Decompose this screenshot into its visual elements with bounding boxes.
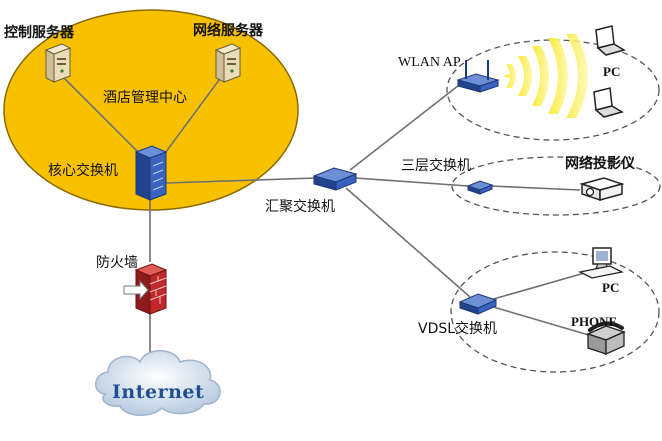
link-aggregation-layer3 (354, 177, 469, 187)
control-server-icon (44, 43, 72, 83)
wireless-signal-icon (504, 34, 588, 118)
hotel-center-label: 酒店管理中心 (103, 90, 187, 106)
link-layer3-projector (489, 185, 581, 191)
desktop-pc-icon (578, 247, 624, 279)
layer3-switch-label: 三层交换机 (401, 158, 471, 174)
link-aggregation-vdsl (345, 187, 471, 298)
vdsl-subnet-ellipse (450, 251, 660, 373)
network-server-icon (214, 43, 242, 83)
vdsl-switch-icon (458, 293, 498, 315)
pc-wireless-label: PC (603, 64, 621, 79)
aggregation-switch-icon (312, 167, 358, 191)
link-control-server-core (61, 75, 147, 161)
internet-label: Internet (112, 381, 205, 403)
network-links (61, 75, 596, 358)
projector-icon (579, 177, 625, 202)
internet-cloud-icon (95, 350, 221, 416)
firewall-icon (123, 263, 168, 315)
vdsl-switch-label: VDSL交换机 (418, 321, 498, 337)
link-aggregation-wlan (349, 81, 464, 171)
wlan-ap-label: WLAN AP (398, 55, 461, 70)
projector-subnet-ellipse (451, 156, 661, 216)
laptop-icon-top (595, 25, 626, 56)
core-switch-icon (134, 145, 168, 201)
telephone-icon (586, 321, 626, 356)
link-network-server-core (159, 75, 223, 161)
network-projector-label: 网络投影仪 (565, 156, 635, 172)
aggregation-switch-label: 汇聚交换机 (265, 199, 335, 215)
wireless-subnet-ellipse (446, 39, 660, 141)
firewall-label: 防火墙 (96, 255, 138, 271)
layer3-switch-icon (466, 180, 494, 195)
wlan-ap-icon (456, 60, 500, 93)
link-core-aggregation (165, 177, 317, 184)
network-server-label: 网络服务器 (193, 23, 263, 39)
control-server-label: 控制服务器 (4, 25, 74, 41)
link-vdsl-pc (489, 269, 596, 301)
pc-wired-label: PC (602, 280, 620, 295)
laptop-icon-bottom (593, 87, 624, 118)
core-switch-label: 核心交换机 (48, 163, 118, 179)
link-vdsl-phone (489, 305, 593, 337)
phone-label: PHONE (571, 314, 618, 329)
